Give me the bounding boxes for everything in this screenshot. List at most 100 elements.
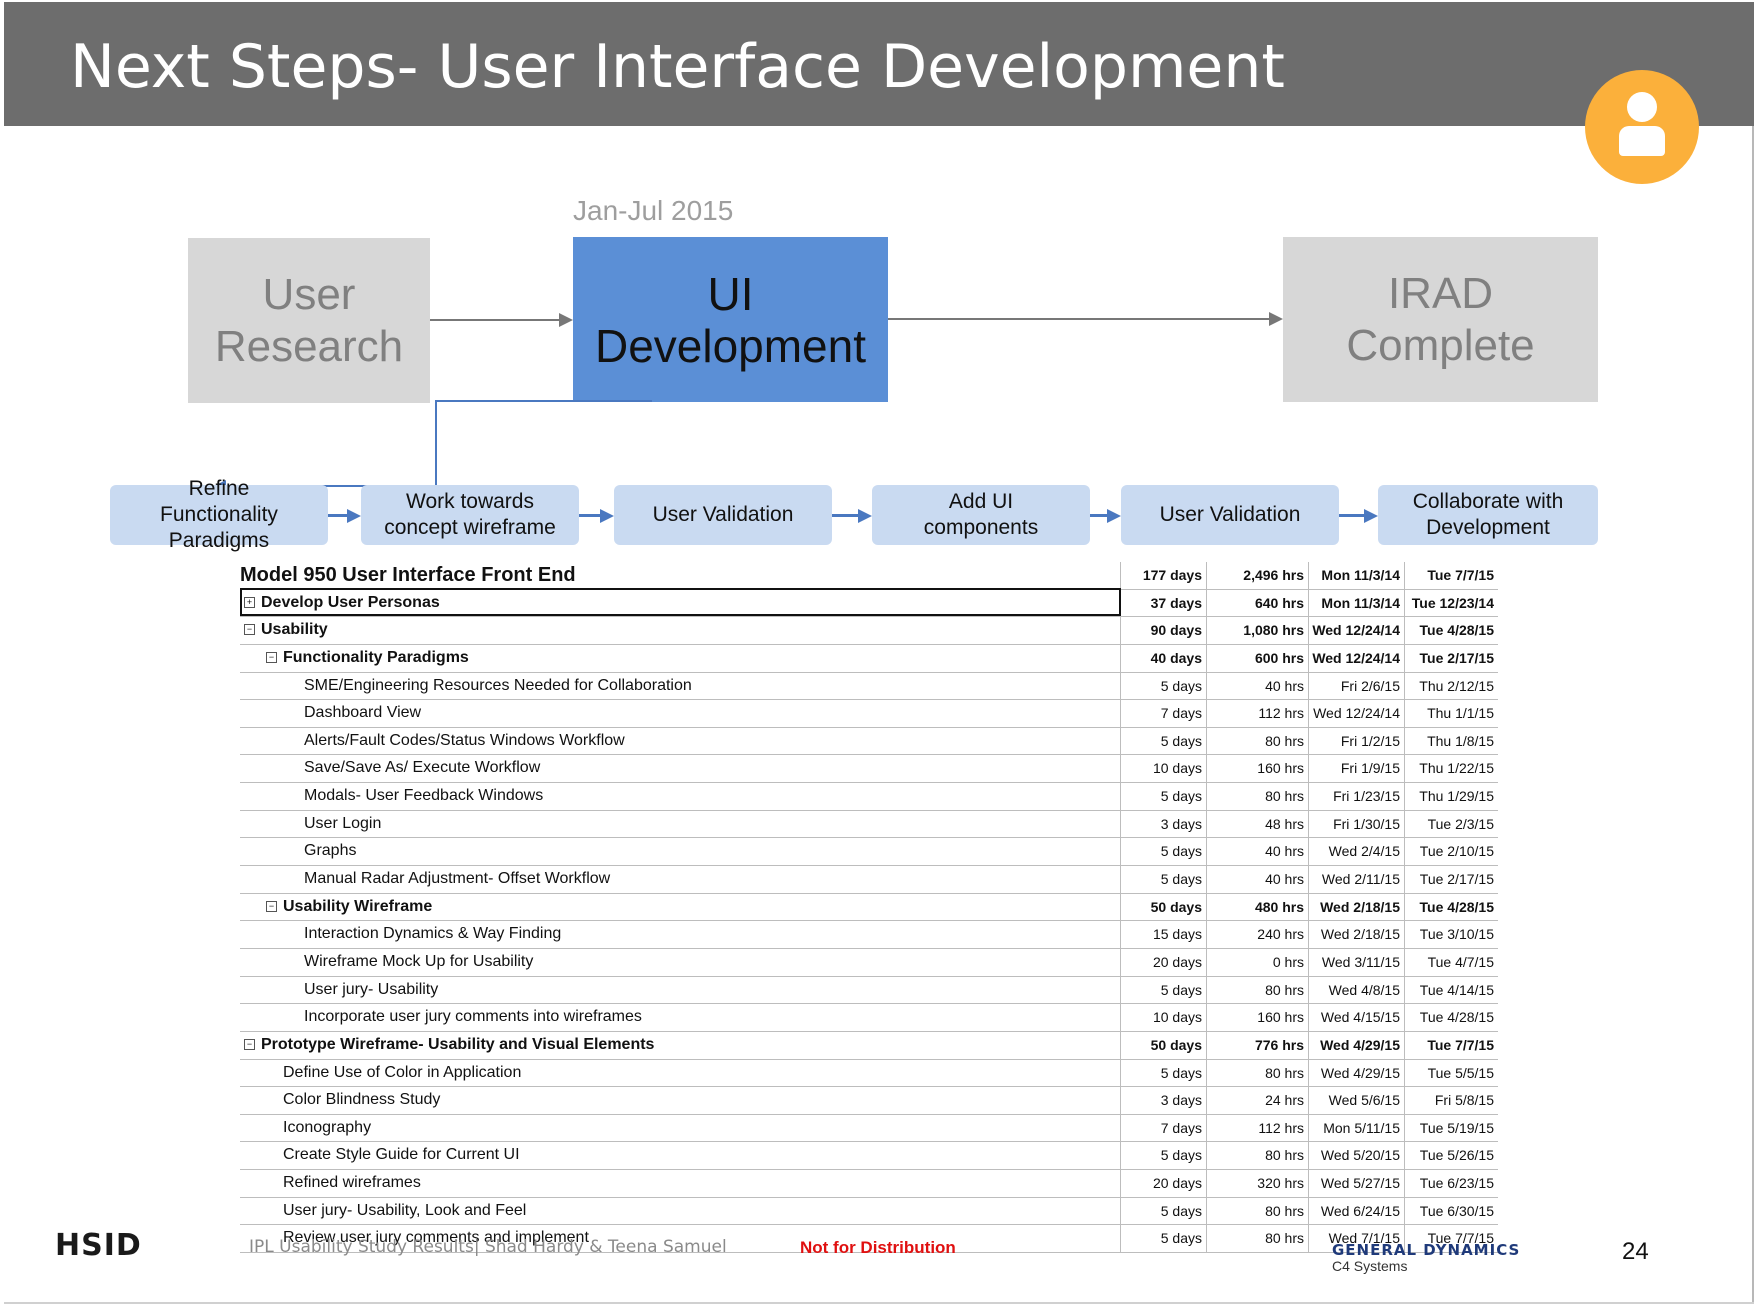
user-avatar-icon[interactable] [1585, 70, 1699, 184]
task-start: Wed 4/15/15 [1308, 1004, 1404, 1031]
task-name-cell: +Develop User Personas [240, 590, 1124, 617]
phase-label-line2: Development [594, 319, 867, 372]
table-row[interactable]: Manual Radar Adjustment- Offset Workflow… [240, 866, 1498, 894]
table-row[interactable]: −Functionality Paradigms 40 days 600 hrs… [240, 644, 1498, 673]
table-row[interactable]: SME/Engineering Resources Needed for Col… [240, 672, 1498, 701]
table-row[interactable]: Interaction Dynamics & Way Finding 15 da… [240, 921, 1498, 949]
task-finish: Thu 1/22/15 [1404, 755, 1498, 783]
table-row[interactable]: User Login 3 days 48 hrs Fri 1/30/15 Tue… [240, 810, 1498, 839]
task-duration: 5 days [1120, 1225, 1206, 1253]
step-label-line1: Refine [188, 477, 250, 500]
expand-toggle-icon[interactable]: + [244, 596, 255, 608]
elbow-connector-bottom [222, 485, 437, 487]
task-finish: Tue 7/7/15 [1404, 1031, 1498, 1059]
table-row[interactable]: User jury- Usability, Look and Feel 5 da… [240, 1197, 1498, 1226]
table-row[interactable]: Review user jury comments and implement … [240, 1225, 1498, 1254]
step-connector-3 [832, 514, 858, 517]
task-name: Refined wireframes [283, 1174, 421, 1192]
step-connector-5 [1339, 514, 1364, 517]
task-work: 640 hrs [1206, 589, 1308, 617]
task-duration: 10 days [1120, 1004, 1206, 1031]
table-row[interactable]: −Usability Wireframe 50 days 480 hrs Wed… [240, 893, 1498, 922]
step-label-line1: User Validation [1159, 503, 1301, 526]
task-finish: Fri 5/8/15 [1404, 1087, 1498, 1114]
slide-border-right [1752, 126, 1754, 1302]
task-name-cell: −Usability Wireframe [240, 894, 1146, 921]
collapse-toggle-icon[interactable]: − [244, 624, 255, 636]
table-row[interactable]: Wireframe Mock Up for Usability 20 days … [240, 948, 1498, 977]
task-duration: 20 days [1120, 1170, 1206, 1197]
task-duration: 40 days [1120, 644, 1206, 672]
task-finish: Tue 5/19/15 [1404, 1114, 1498, 1142]
task-start: Wed 2/18/15 [1308, 921, 1404, 948]
table-row[interactable]: Save/Save As/ Execute Workflow 10 days 1… [240, 755, 1498, 784]
task-duration: 3 days [1120, 1087, 1206, 1114]
table-row[interactable]: −Prototype Wireframe- Usability and Visu… [240, 1031, 1498, 1060]
task-name: User Login [304, 814, 382, 832]
task-finish: Tue 5/26/15 [1404, 1142, 1498, 1170]
task-name-cell: −Usability [240, 617, 1124, 644]
task-duration: 50 days [1120, 893, 1206, 921]
table-row[interactable]: Modals- User Feedback Windows 5 days 80 … [240, 783, 1498, 811]
arrow-right-icon [559, 313, 573, 327]
table-row[interactable]: Iconography 7 days 112 hrs Mon 5/11/15 T… [240, 1114, 1498, 1143]
table-row[interactable]: Dashboard View 7 days 112 hrs Wed 12/24/… [240, 700, 1498, 728]
date-range-label: Jan-Jul 2015 [573, 195, 734, 226]
table-row[interactable]: Graphs 5 days 40 hrs Wed 2/4/15 Tue 2/10… [240, 838, 1498, 867]
task-work: 80 hrs [1206, 1197, 1308, 1225]
task-duration: 5 days [1120, 672, 1206, 700]
step-label-line3: Paradigms [168, 529, 270, 552]
task-finish: Tue 4/7/15 [1404, 948, 1498, 976]
collapse-toggle-icon[interactable]: − [266, 900, 277, 912]
task-start: Wed 7/1/15 [1308, 1225, 1404, 1253]
task-work: 24 hrs [1206, 1087, 1308, 1114]
task-name: Usability [261, 621, 328, 639]
table-row[interactable]: −Usability 90 days 1,080 hrs Wed 12/24/1… [240, 617, 1498, 645]
task-start: Fri 1/2/15 [1308, 727, 1404, 755]
task-work: 80 hrs [1206, 976, 1308, 1004]
table-row[interactable]: Alerts/Fault Codes/Status Windows Workfl… [240, 727, 1498, 756]
task-start: Wed 5/20/15 [1308, 1142, 1404, 1170]
task-work: 80 hrs [1206, 783, 1308, 810]
table-row-summary[interactable]: Model 950 User Interface Front End 177 d… [240, 562, 1498, 590]
table-row[interactable]: +Develop User Personas 37 days 640 hrs M… [240, 589, 1498, 618]
task-name: Modals- User Feedback Windows [304, 787, 544, 805]
step-label-line2: concept wireframe [384, 516, 556, 539]
table-row[interactable]: Color Blindness Study 3 days 24 hrs Wed … [240, 1087, 1498, 1115]
task-finish: Tue 4/28/15 [1404, 1004, 1498, 1031]
task-work: 40 hrs [1206, 838, 1308, 866]
task-start: Wed 2/18/15 [1308, 893, 1404, 921]
task-finish: Tue 6/23/15 [1404, 1170, 1498, 1197]
step-connector-2 [579, 514, 600, 517]
phase-label-line1: User [262, 269, 356, 319]
task-duration: 5 days [1120, 1197, 1206, 1225]
slide-header: Next Steps- User Interface Development [4, 2, 1754, 126]
task-duration: 5 days [1120, 727, 1206, 755]
elbow-connector-top [436, 400, 652, 402]
task-name: Prototype Wireframe- Usability and Visua… [261, 1035, 655, 1053]
task-start: Wed 3/11/15 [1308, 948, 1404, 976]
step-label-line2: Development [1426, 516, 1550, 539]
task-name: Alerts/Fault Codes/Status Windows Workfl… [304, 731, 625, 749]
table-row[interactable]: Incorporate user jury comments into wire… [240, 1004, 1498, 1032]
task-finish: Tue 7/7/15 [1404, 1225, 1498, 1253]
task-start: Wed 12/24/14 [1308, 617, 1404, 644]
collapse-toggle-icon[interactable]: − [266, 651, 277, 663]
table-row[interactable]: Create Style Guide for Current UI 5 days… [240, 1142, 1498, 1171]
collapse-toggle-icon[interactable]: − [244, 1038, 255, 1050]
table-row[interactable]: Refined wireframes 20 days 320 hrs Wed 5… [240, 1170, 1498, 1198]
table-row[interactable]: User jury- Usability 5 days 80 hrs Wed 4… [240, 976, 1498, 1005]
task-duration: 7 days [1120, 700, 1206, 727]
task-duration: 10 days [1120, 755, 1206, 783]
step-connector-4 [1090, 514, 1107, 517]
phase-irad-complete: IRAD Complete [1283, 237, 1598, 402]
arrow-right-icon [1269, 312, 1283, 326]
slide-title: Next Steps- User Interface Development [70, 32, 1285, 102]
task-work: 160 hrs [1206, 1004, 1308, 1031]
task-finish: Tue 4/28/15 [1404, 617, 1498, 644]
task-name: Interaction Dynamics & Way Finding [304, 925, 562, 943]
task-finish: Thu 2/12/15 [1404, 672, 1498, 700]
table-row[interactable]: Define Use of Color in Application 5 day… [240, 1059, 1498, 1088]
elbow-connector-vertical [435, 400, 437, 486]
task-name: User jury- Usability, Look and Feel [283, 1201, 527, 1219]
